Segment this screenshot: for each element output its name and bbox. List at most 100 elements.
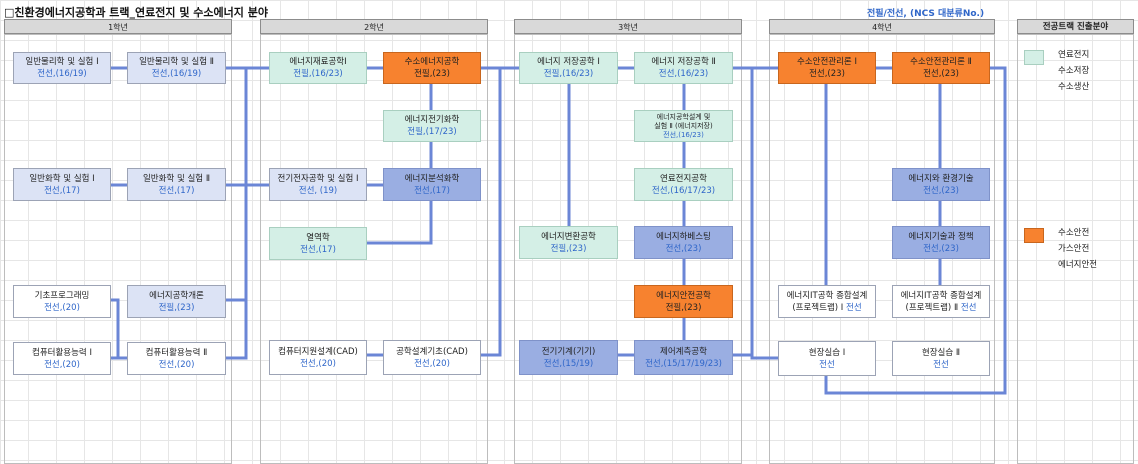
course-engineering-design-cad[interactable]: 공학설계기초(CAD) 전선,(20) [383, 340, 481, 375]
course-name: 기초프로그래밍 [34, 290, 90, 301]
course-energy-analytical-chemistry[interactable]: 에너지분석화학 전선,(17) [383, 168, 481, 201]
legend-label: 가스안전 [1058, 244, 1090, 254]
course-physics-1[interactable]: 일반물리학 및 실험 Ⅰ 전선,(16/19) [13, 52, 111, 84]
course-internship-2[interactable]: 현장실습 Ⅱ 전선 [892, 341, 990, 376]
legend-label: 수소생산 [1058, 82, 1090, 92]
course-name: 현장실습 Ⅱ [921, 347, 961, 358]
course-name: 에너지공학개론 [149, 290, 204, 301]
course-hydrogen-safety-2[interactable]: 수소안전관리론 Ⅱ 전선,(23) [892, 52, 990, 84]
course-thermodynamics[interactable]: 열역학 전선,(17) [269, 227, 367, 260]
course-energy-materials-1[interactable]: 에너지재료공학Ⅰ 전필,(16/23) [269, 52, 367, 84]
course-computer-skills-2[interactable]: 컴퓨터활용능력 Ⅱ 전선,(20) [127, 342, 226, 375]
course-hydrogen-energy[interactable]: 수소에너지공학 전필,(23) [383, 52, 481, 84]
course-code: 전선 [846, 302, 862, 313]
course-name: 일반물리학 및 실험 Ⅱ [139, 57, 214, 67]
course-name: 수소안전관리론 Ⅱ [910, 57, 972, 67]
course-energy-conversion[interactable]: 에너지변환공학 전필,(23) [519, 226, 618, 259]
course-code: 전선,(16/23) [663, 130, 704, 139]
course-code: 전선,(23) [923, 69, 959, 79]
course-energy-environment[interactable]: 에너지와 환경기술 전선,(23) [892, 168, 990, 201]
course-code: 전선,(16/19) [151, 69, 202, 79]
course-name: 전기전자공학 및 실험 Ⅰ [277, 173, 359, 184]
course-name: 일반화학 및 실험 Ⅱ [142, 173, 211, 184]
course-code: 전선,(20) [44, 359, 80, 370]
course-energy-design-lab[interactable]: 에너지공학설계 및 실험 Ⅱ (에너지저장) 전선,(16/23) [634, 110, 733, 142]
year-header-3: 3학년 [514, 19, 742, 34]
legend-label: 에너지안전 [1058, 260, 1098, 270]
legend-swatch-orange [1024, 228, 1044, 243]
course-name: 에너지기술과 정책 [908, 231, 974, 242]
legend-label: 연료전지 [1058, 50, 1090, 60]
course-code: 전선 [933, 359, 949, 370]
course-internship-1[interactable]: 현장실습 Ⅰ 전선 [778, 341, 876, 376]
course-chemistry-2[interactable]: 일반화학 및 실험 Ⅱ 전선,(17) [127, 168, 226, 201]
course-name-line-2: (프로젝트랩) Ⅰ [792, 302, 844, 313]
course-name: 에너지안전공학 [656, 290, 711, 301]
course-code: 전선,(15/19) [543, 358, 594, 369]
course-hydrogen-safety-1[interactable]: 수소안전관리론 Ⅰ 전선,(23) [778, 52, 876, 84]
course-name: 에너지분석화학 [404, 173, 460, 184]
course-energy-policy[interactable]: 에너지기술과 정책 전선,(23) [892, 226, 990, 259]
course-name: 일반화학 및 실험 Ⅰ [29, 173, 95, 184]
course-it-capstone-2[interactable]: 에너지IT공학 종합설계 (프로젝트랩) Ⅱ 전선 [892, 285, 990, 318]
course-code: 전선,(15/17/19/23) [645, 358, 722, 369]
course-code: 전선,(17) [300, 244, 336, 255]
course-chemistry-1[interactable]: 일반화학 및 실험 Ⅰ 전선,(17) [13, 168, 111, 201]
course-control-measurement[interactable]: 제어계측공학 전선,(15/17/19/23) [634, 340, 733, 375]
course-code: 전선,(17) [44, 185, 80, 196]
course-name: 에너지IT공학 종합설계 [900, 290, 982, 301]
year-header-1: 1학년 [4, 19, 232, 34]
course-fuel-cell[interactable]: 연료전지공학 전선,(16/17/23) [634, 168, 733, 201]
course-name-line-2: (프로젝트랩) Ⅱ [905, 302, 959, 313]
course-code: 전필,(23) [414, 69, 450, 79]
course-name: 에너지변환공학 [541, 231, 596, 242]
course-name: 에너지 저장공학 Ⅰ [537, 57, 600, 67]
course-code: 전선, (19) [298, 185, 338, 196]
course-code: 전선,(16/17/23) [651, 185, 716, 196]
course-code: 전선,(17) [158, 185, 195, 196]
legend-swatch-green [1024, 50, 1044, 65]
page-title: □친환경에너지공학과 트랙_연료전지 및 수소에너지 분야 [4, 6, 268, 19]
course-code: 전선,(23) [923, 185, 959, 196]
course-name: 에너지와 환경기술 [908, 173, 974, 184]
course-code: 전선,(20) [414, 358, 450, 369]
course-code: 전선 [960, 302, 977, 313]
course-physics-2[interactable]: 일반물리학 및 실험 Ⅱ 전선,(16/19) [127, 52, 226, 84]
course-name: 연료전지공학 [660, 173, 707, 184]
legend-label: 수소저장 [1058, 66, 1090, 76]
course-energy-harvesting[interactable]: 에너지하베스팅 전선,(23) [634, 226, 733, 259]
course-basic-programming[interactable]: 기초프로그래밍 전선,(20) [13, 285, 111, 318]
course-it-capstone-1[interactable]: 에너지IT공학 종합설계 (프로젝트랩) Ⅰ 전선 [778, 285, 876, 318]
course-code: 전선,(16/23) [658, 69, 709, 79]
course-name: 현장실습 Ⅰ [808, 347, 846, 358]
course-name: 열역학 [306, 232, 330, 243]
course-energy-storage-1[interactable]: 에너지 저장공학 Ⅰ 전필,(16/23) [519, 52, 618, 84]
course-name: 컴퓨터활용능력 Ⅱ [145, 347, 208, 358]
course-name: 에너지재료공학Ⅰ [289, 57, 347, 67]
course-name-line-2: 실험 Ⅱ (에너지저장) [654, 121, 713, 130]
course-code: 전필,(16/23) [293, 69, 343, 79]
course-name: 컴퓨터지원설계(CAD) [278, 346, 358, 357]
course-code: 전선,(17) [414, 185, 450, 196]
course-name: 에너지하베스팅 [656, 231, 711, 242]
legend-label: 수소안전 [1058, 228, 1090, 238]
course-code: 전필,(17/23) [407, 127, 457, 137]
course-code: 전선,(23) [809, 69, 845, 79]
course-code: 전선 [819, 359, 835, 370]
course-energy-storage-2[interactable]: 에너지 저장공학 Ⅱ 전선,(16/23) [634, 52, 733, 84]
track-header: 전공트랙 진출분야 [1017, 19, 1134, 34]
course-code: 전선,(20) [44, 302, 80, 313]
course-name: 수소안전관리론 Ⅰ [797, 57, 857, 67]
course-energy-electrochemistry[interactable]: 에너지전기화학 전필,(17/23) [383, 110, 481, 142]
course-name: 에너지 저장공학 Ⅱ [651, 57, 716, 67]
course-energy-intro[interactable]: 에너지공학개론 전필,(23) [127, 285, 226, 318]
course-cad[interactable]: 컴퓨터지원설계(CAD) 전선,(20) [269, 340, 367, 375]
course-energy-safety[interactable]: 에너지안전공학 전필,(23) [634, 285, 733, 318]
course-electric-machinery[interactable]: 전기기계(기기) 전선,(15/19) [519, 340, 618, 375]
course-electrical-electronics[interactable]: 전기전자공학 및 실험 Ⅰ 전선, (19) [269, 168, 367, 201]
course-name: 공학설계기초(CAD) [396, 346, 468, 357]
course-computer-skills-1[interactable]: 컴퓨터활용능력 Ⅰ 전선,(20) [13, 342, 111, 375]
course-name: 에너지공학설계 및 [656, 112, 711, 121]
course-code: 전필,(23) [158, 302, 195, 313]
